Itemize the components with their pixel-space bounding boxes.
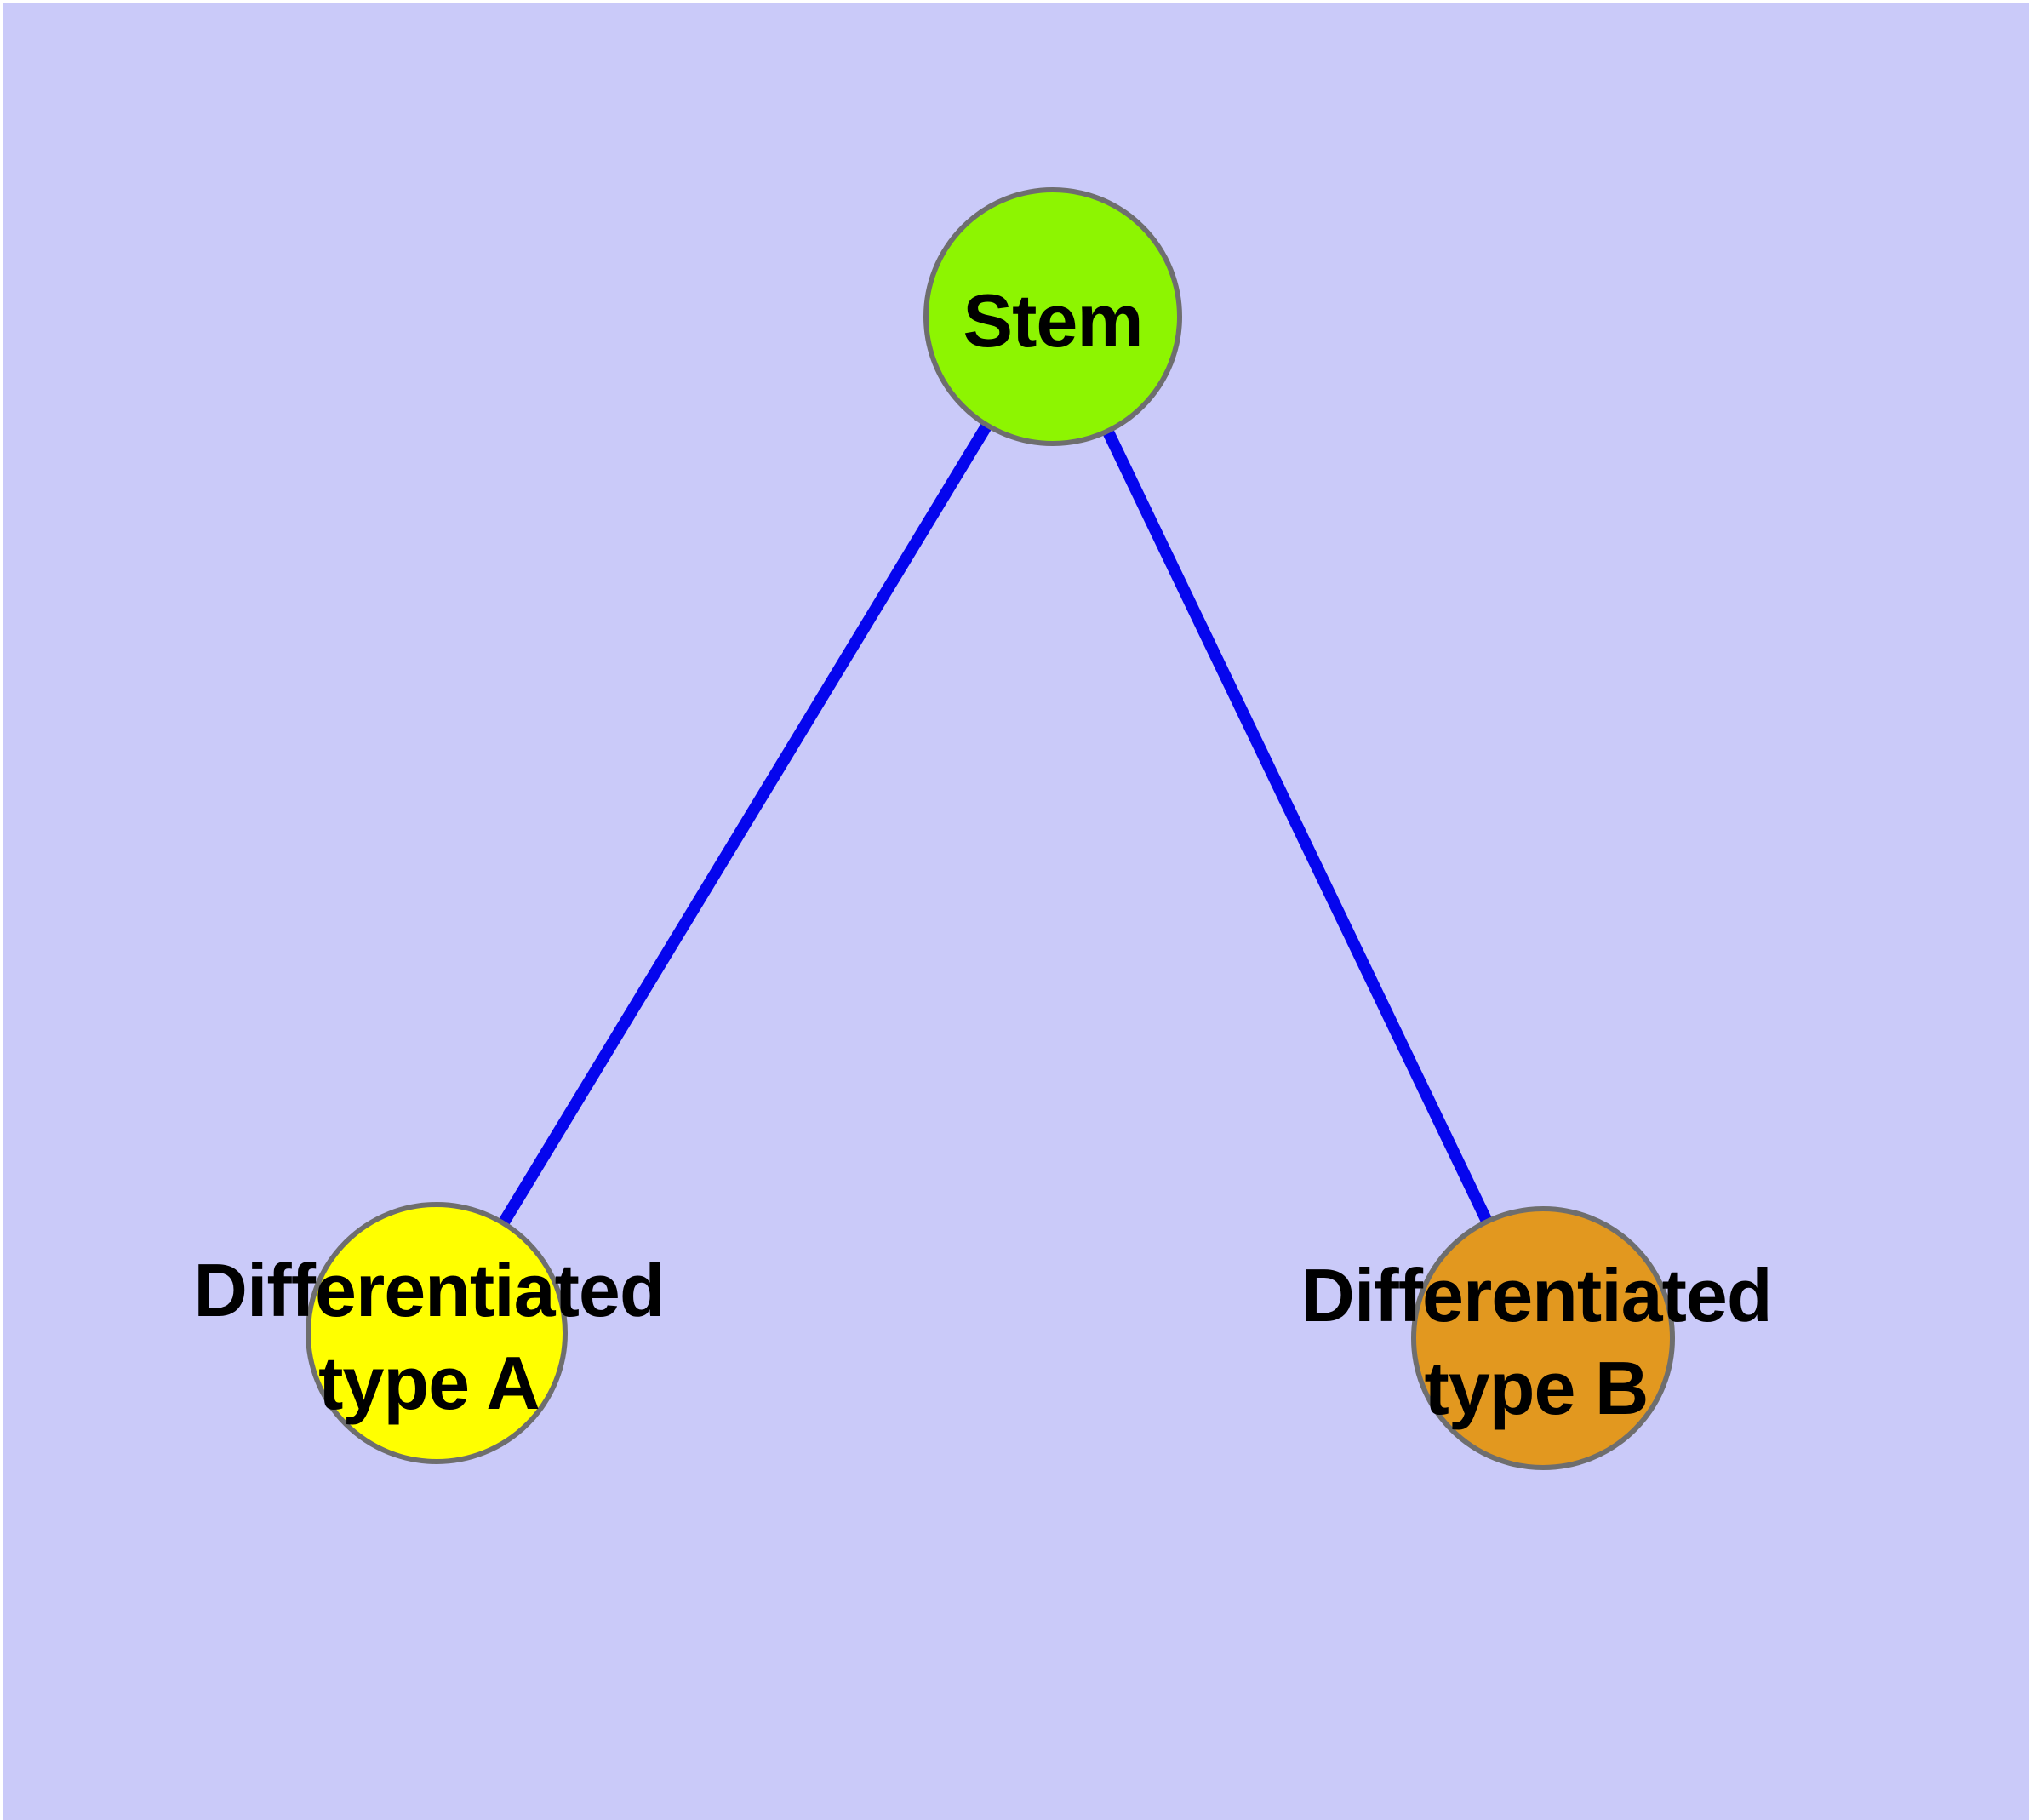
node-stem: [923, 187, 1182, 446]
node-differentiated-type-a: [306, 1202, 568, 1464]
edge-stem-to-type-a: [432, 313, 1058, 1336]
node-type-b-label-line1: Differentiated: [1300, 1253, 1771, 1337]
node-type-a-label-line1: Differentiated: [193, 1248, 664, 1332]
node-type-a-label-line2: type A: [318, 1341, 540, 1425]
node-stem-label: Stem: [963, 278, 1142, 363]
node-differentiated-type-b: [1411, 1206, 1675, 1470]
node-type-b-label-line2: type B: [1425, 1346, 1649, 1430]
edge-stem-to-type-b: [1047, 313, 1549, 1342]
